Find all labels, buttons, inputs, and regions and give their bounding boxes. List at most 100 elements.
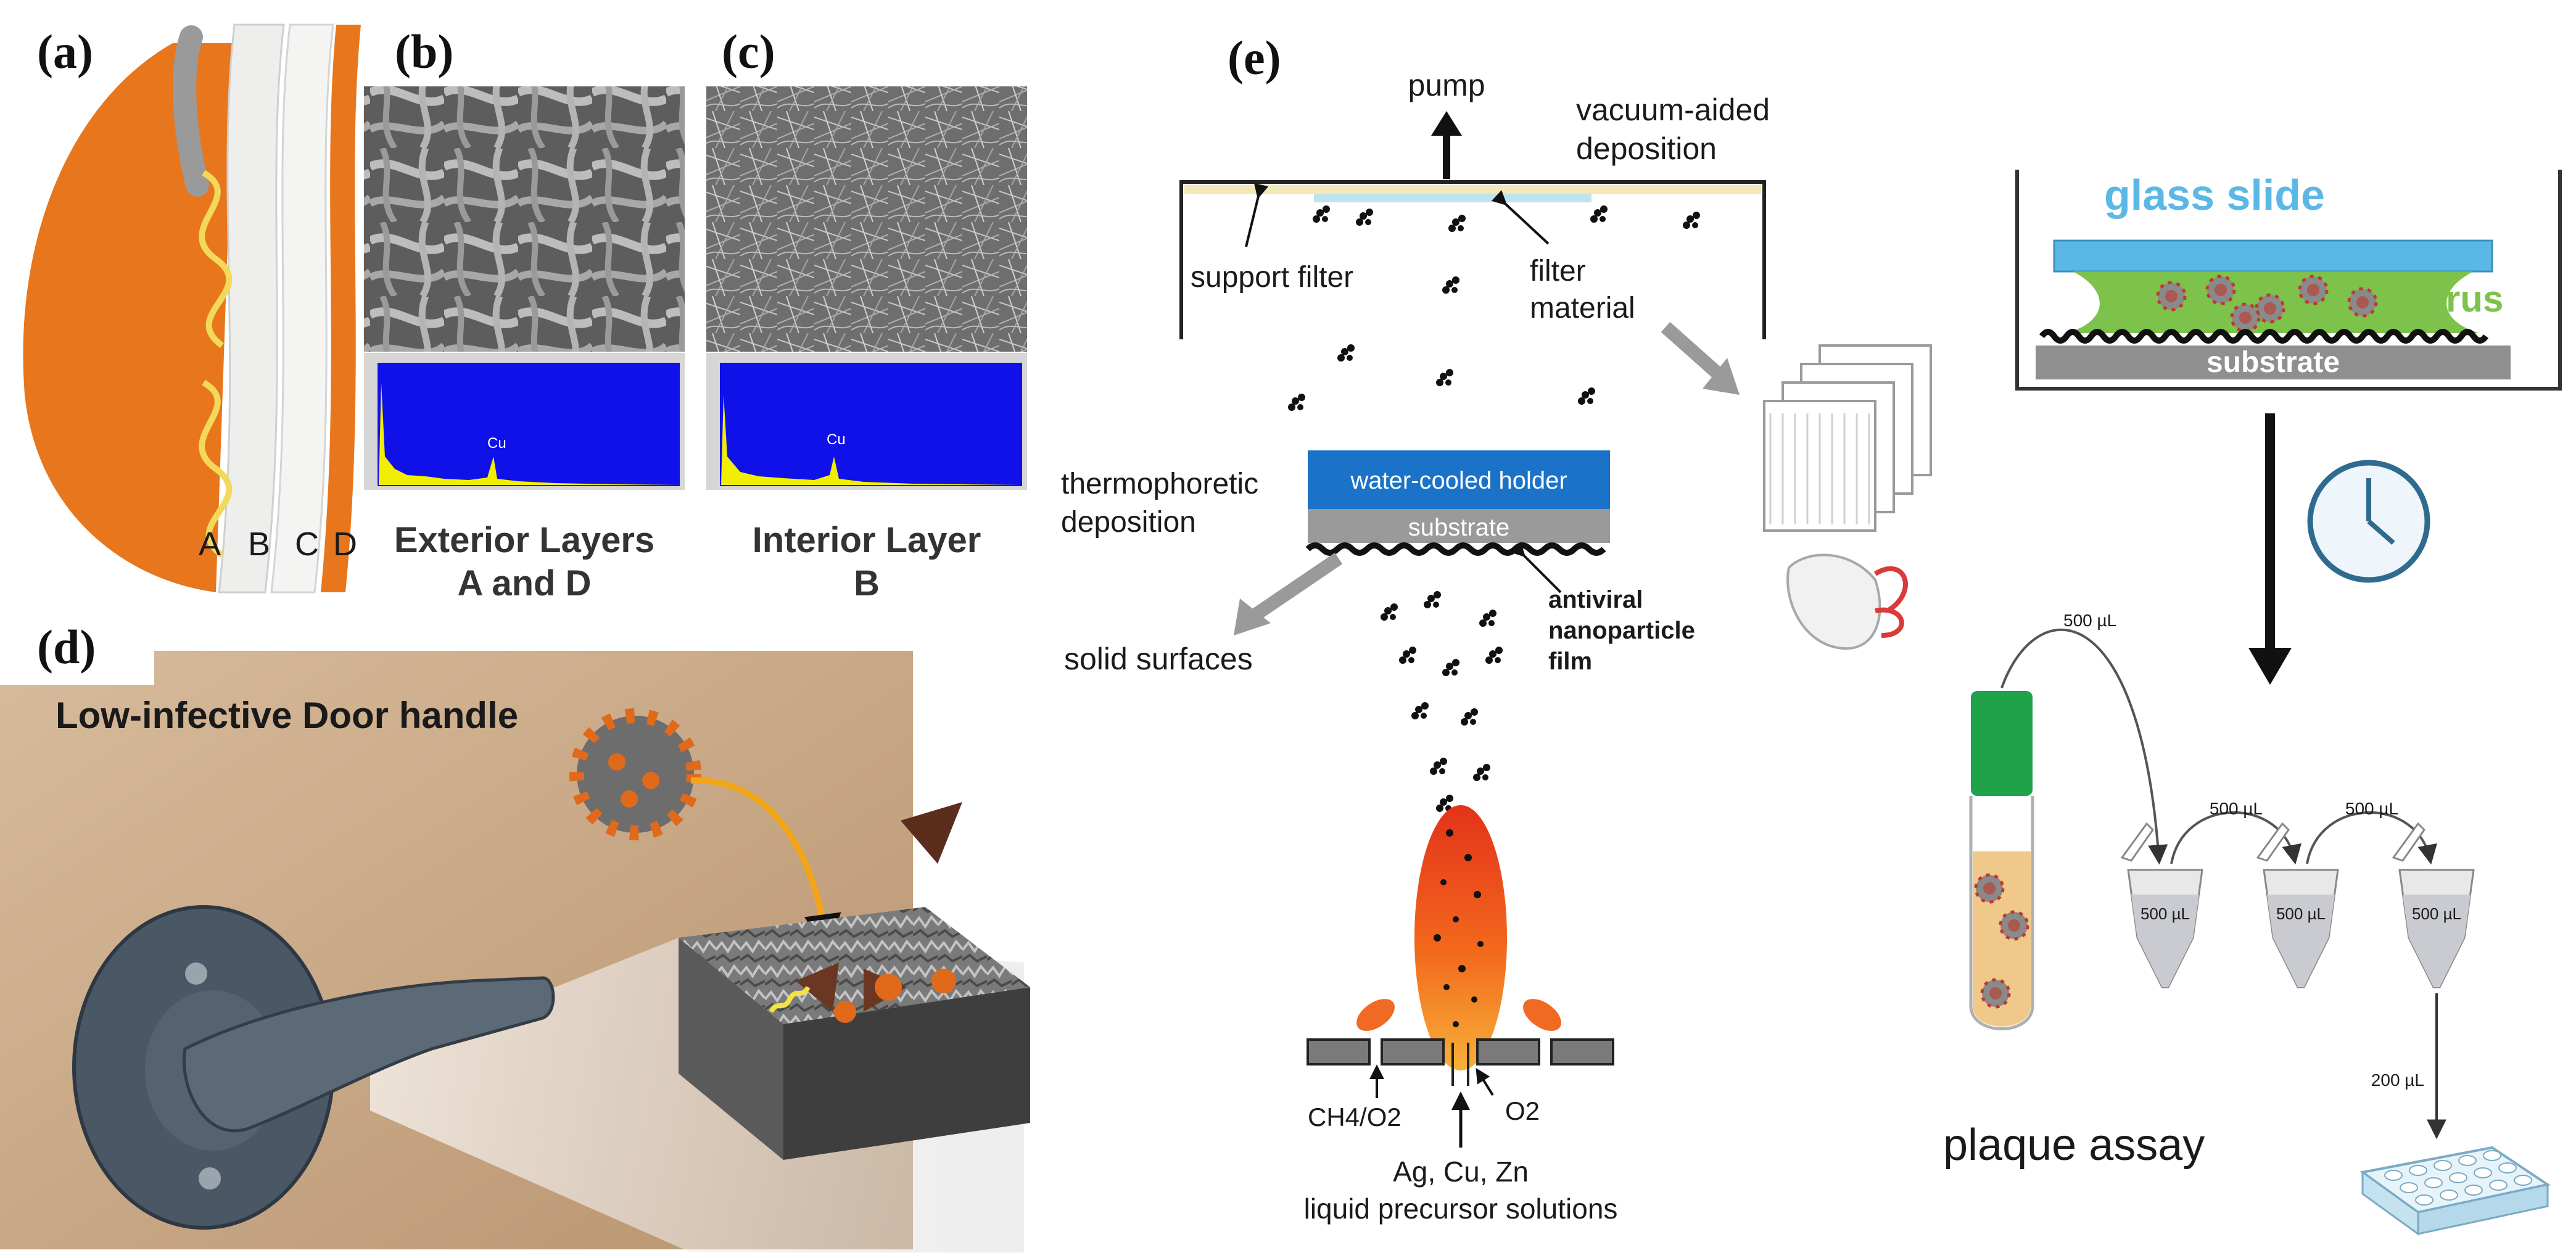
sample-tube — [1969, 691, 2034, 1030]
burner-block-3 — [1476, 1038, 1540, 1066]
tube-volume-3: 500 µL — [2412, 904, 2461, 923]
filter-material-pointer — [1491, 190, 1550, 245]
sem-image-interior — [706, 86, 1027, 352]
glass-slide-label: glass slide — [2104, 171, 2325, 219]
layer-b — [218, 23, 285, 594]
water-cooled-holder — [1308, 450, 1610, 509]
screw-top — [185, 962, 207, 985]
mask-body — [23, 43, 235, 592]
layer-label-c: C — [295, 526, 319, 563]
transfer-volume-3: 500 µL — [2345, 799, 2398, 818]
solid-surfaces-label: solid surfaces — [1064, 642, 1253, 676]
nanoparticle-film — [1305, 542, 1606, 556]
transfer-volume-1: 500 µL — [2063, 611, 2116, 630]
layer-label-d: D — [333, 526, 357, 563]
door-lever — [183, 976, 555, 1133]
particle — [1399, 647, 1416, 664]
filter-material-line1: filter — [1530, 255, 1586, 288]
support-filter-pointer — [1245, 183, 1269, 247]
sem-image-exterior — [364, 86, 685, 352]
ch4o2-label: CH4/O2 — [1308, 1103, 1402, 1132]
transfer-arrow-2 — [2170, 811, 2301, 865]
surface-block-top — [679, 907, 1030, 1024]
particle — [1473, 764, 1490, 781]
transfer-arrow-1 — [2000, 628, 2168, 865]
virus-particle — [2256, 295, 2284, 322]
face-mask-icon — [1786, 553, 1908, 650]
film-pointer — [1509, 541, 1562, 594]
panel-c: (c) Cu Interior Layer B — [706, 25, 1027, 603]
eppendorf-tube-2 — [2256, 822, 2339, 988]
screw-bottom — [199, 1167, 221, 1190]
virus-particle — [2349, 289, 2376, 316]
assay-substrate — [2036, 346, 2511, 379]
panel-e: (e) pump vacuum-aided deposition support… — [1061, 31, 1932, 1225]
thermo-substrate — [1308, 509, 1610, 543]
eds-plot-area-c — [720, 363, 1022, 486]
particle — [1479, 610, 1496, 627]
eds-plot-area — [378, 363, 680, 486]
caption-b-line2: A and D — [458, 563, 592, 603]
eppendorf-tube-3 — [2392, 822, 2475, 988]
particle — [1424, 591, 1441, 608]
surface-block-side — [783, 987, 1030, 1160]
side-flame-right — [1523, 999, 1561, 1031]
caption-c-line2: B — [854, 563, 880, 603]
particle — [1578, 387, 1595, 405]
thermo-label-line2: deposition — [1061, 506, 1196, 539]
thermo-label-line1: thermophoretic — [1061, 468, 1258, 500]
panel-label-c: (c) — [722, 25, 775, 78]
virus-particle — [2207, 276, 2234, 304]
burner-block-1 — [1307, 1038, 1371, 1066]
transfer-arrow-3 — [2306, 811, 2437, 865]
vacuum-label-line1: vacuum-aided — [1576, 93, 1770, 127]
door-handle-title: Low-infective Door handle — [56, 695, 518, 736]
film-label-line1: antiviral — [1548, 586, 1643, 613]
nanoparticle-flake-1 — [901, 802, 962, 864]
film-label-line3: film — [1548, 648, 1592, 675]
well-plate — [2359, 1146, 2551, 1236]
particle — [1337, 344, 1355, 362]
o2-label: O2 — [1505, 1096, 1540, 1125]
tube-volume-2: 500 µL — [2276, 904, 2326, 923]
particle — [1485, 647, 1503, 664]
virus-trajectory-arrow — [690, 777, 841, 951]
thermo-substrate-label: substrate — [1408, 514, 1510, 541]
panel-f: glass slide virus substrate 50 — [1943, 170, 2562, 1236]
film-label-line2: nanoparticle — [1548, 617, 1695, 644]
particle — [1448, 215, 1466, 232]
surface-virus-3 — [834, 1001, 856, 1023]
particle — [1430, 758, 1447, 775]
pump-arrowhead — [1431, 111, 1462, 136]
panel-label-a: (a) — [37, 25, 93, 78]
filter-stack-icon — [1763, 344, 1932, 532]
surface-block-front — [679, 938, 783, 1160]
virus-label: virus — [2415, 278, 2503, 320]
glass-slide — [2053, 239, 2493, 273]
burner-block-4 — [1550, 1038, 1614, 1066]
panel-label-e: (e) — [1228, 31, 1281, 85]
precursor-line2: liquid precursor solutions — [1304, 1193, 1618, 1225]
particle — [1356, 209, 1373, 226]
virus-particle-large — [569, 708, 701, 840]
clock-icon — [2307, 460, 2430, 583]
solid-surface-arrowhead — [1234, 598, 1271, 635]
virus-particle — [2232, 304, 2259, 331]
transfer-volume-2: 500 µL — [2210, 799, 2263, 818]
nose-wire — [173, 25, 209, 197]
panel-d: (d) Low-infective Door handle — [0, 620, 1030, 1252]
precursor-line1: Ag, Cu, Zn — [1393, 1156, 1529, 1188]
panel-label-b: (b) — [395, 25, 453, 78]
vacuum-chamber — [1179, 180, 1766, 339]
panel-label-d: (d) — [37, 620, 96, 674]
assay-substrate-label: substrate — [2207, 346, 2340, 379]
o2-arrow — [1476, 1067, 1494, 1096]
particle — [1442, 276, 1459, 294]
solid-surface-arrow — [1248, 552, 1343, 623]
eds-peak-label-c: Cu — [827, 431, 846, 448]
tube-volume-1: 500 µL — [2140, 904, 2190, 923]
eds-spectrum-curve-c — [721, 395, 1021, 485]
assay-container — [2015, 170, 2562, 391]
vacuum-label-line2: deposition — [1576, 131, 1717, 166]
